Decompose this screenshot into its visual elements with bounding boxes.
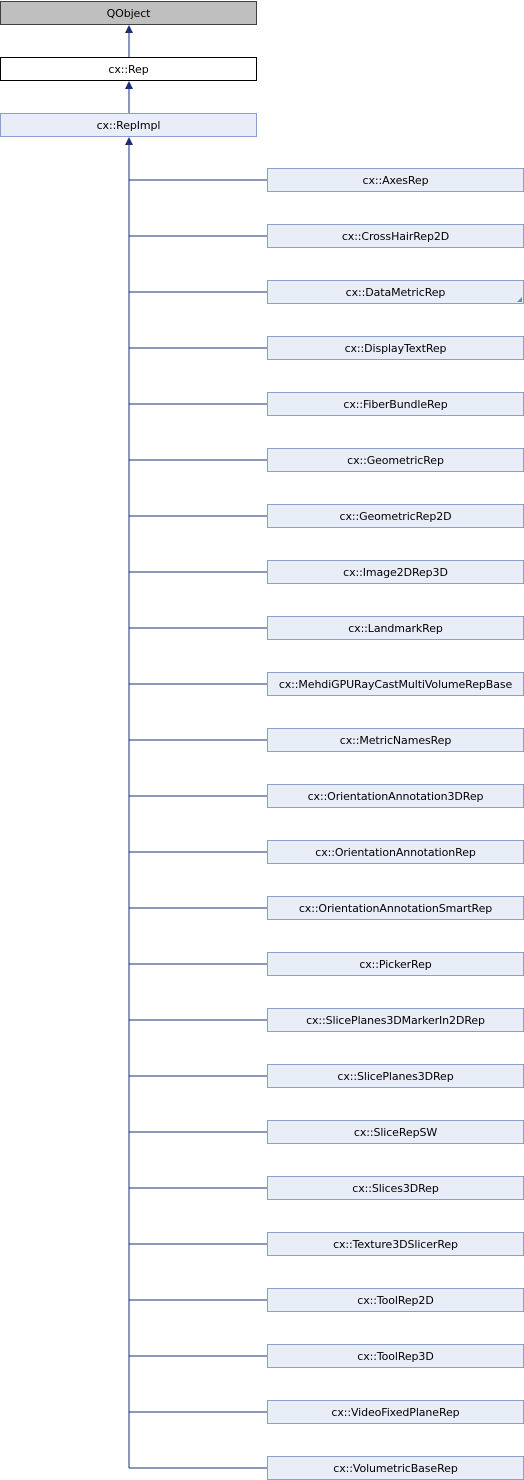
arrowhead-repimpl: [125, 137, 133, 145]
node-qobject-label: QObject: [106, 6, 151, 20]
node-repimpl[interactable]: cx::RepImpl: [0, 113, 257, 137]
node-child[interactable]: cx::LandmarkRep: [267, 616, 524, 640]
node-rep[interactable]: cx::Rep: [0, 57, 257, 81]
node-child[interactable]: cx::Texture3DSlicerRep: [267, 1232, 524, 1256]
node-child-label: cx::GeometricRep: [347, 453, 444, 467]
node-child[interactable]: cx::AxesRep: [267, 168, 524, 192]
node-child[interactable]: cx::DisplayTextRep: [267, 336, 524, 360]
node-child-label: cx::SlicePlanes3DMarkerIn2DRep: [306, 1013, 485, 1027]
node-child[interactable]: cx::OrientationAnnotation3DRep: [267, 784, 524, 808]
node-child-label: cx::VideoFixedPlaneRep: [331, 1405, 460, 1419]
node-child-label: cx::LandmarkRep: [348, 621, 443, 635]
node-child[interactable]: cx::ToolRep3D: [267, 1344, 524, 1368]
node-child-label: cx::AxesRep: [362, 173, 429, 187]
node-child-label: cx::CrossHairRep2D: [341, 229, 450, 243]
node-child[interactable]: cx::ToolRep2D: [267, 1288, 524, 1312]
node-child-label: cx::MetricNamesRep: [339, 733, 452, 747]
node-child-label: cx::MehdiGPURayCastMultiVolumeRepBase: [278, 677, 513, 691]
node-child-label: cx::PickerRep: [359, 957, 432, 971]
node-child[interactable]: cx::GeometricRep2D: [267, 504, 524, 528]
node-child[interactable]: cx::VolumetricBaseRep: [267, 1456, 524, 1480]
node-child[interactable]: cx::OrientationAnnotationSmartRep: [267, 896, 524, 920]
node-child-label: cx::VolumetricBaseRep: [333, 1461, 458, 1475]
node-qobject[interactable]: QObject: [0, 1, 257, 25]
node-child[interactable]: cx::MehdiGPURayCastMultiVolumeRepBase: [267, 672, 524, 696]
node-child[interactable]: cx::DataMetricRep: [267, 280, 524, 304]
node-child[interactable]: cx::MetricNamesRep: [267, 728, 524, 752]
node-child-label: cx::Image2DRep3D: [343, 565, 448, 579]
node-child[interactable]: cx::Image2DRep3D: [267, 560, 524, 584]
node-child[interactable]: cx::GeometricRep: [267, 448, 524, 472]
node-child[interactable]: cx::Slices3DRep: [267, 1176, 524, 1200]
node-child-label: cx::SlicePlanes3DRep: [337, 1069, 454, 1083]
node-child[interactable]: cx::CrossHairRep2D: [267, 224, 524, 248]
node-child-label: cx::GeometricRep2D: [339, 509, 452, 523]
node-child[interactable]: cx::VideoFixedPlaneRep: [267, 1400, 524, 1424]
arrowhead-rep: [125, 81, 133, 89]
node-repimpl-label: cx::RepImpl: [96, 118, 161, 132]
node-child-label: cx::DisplayTextRep: [344, 341, 447, 355]
node-child-label: cx::SliceRepSW: [353, 1125, 438, 1139]
node-child[interactable]: cx::FiberBundleRep: [267, 392, 524, 416]
node-child-label: cx::DataMetricRep: [345, 285, 446, 299]
node-child[interactable]: cx::OrientationAnnotationRep: [267, 840, 524, 864]
node-child[interactable]: cx::SlicePlanes3DRep: [267, 1064, 524, 1088]
node-child-label: cx::Slices3DRep: [352, 1181, 439, 1195]
arrowhead-qobject: [125, 25, 133, 33]
node-child-label: cx::OrientationAnnotation3DRep: [307, 789, 484, 803]
node-child-label: cx::OrientationAnnotationRep: [315, 845, 476, 859]
node-child-label: cx::FiberBundleRep: [343, 397, 448, 411]
node-child-label: cx::Texture3DSlicerRep: [333, 1237, 458, 1251]
node-child[interactable]: cx::SliceRepSW: [267, 1120, 524, 1144]
node-rep-label: cx::Rep: [108, 62, 149, 76]
node-child[interactable]: cx::SlicePlanes3DMarkerIn2DRep: [267, 1008, 524, 1032]
node-child[interactable]: cx::PickerRep: [267, 952, 524, 976]
node-child-label: cx::ToolRep3D: [357, 1349, 434, 1363]
node-child-label: cx::OrientationAnnotationSmartRep: [298, 901, 493, 915]
more-subclasses-indicator: [517, 297, 522, 302]
node-child-label: cx::ToolRep2D: [357, 1293, 434, 1307]
